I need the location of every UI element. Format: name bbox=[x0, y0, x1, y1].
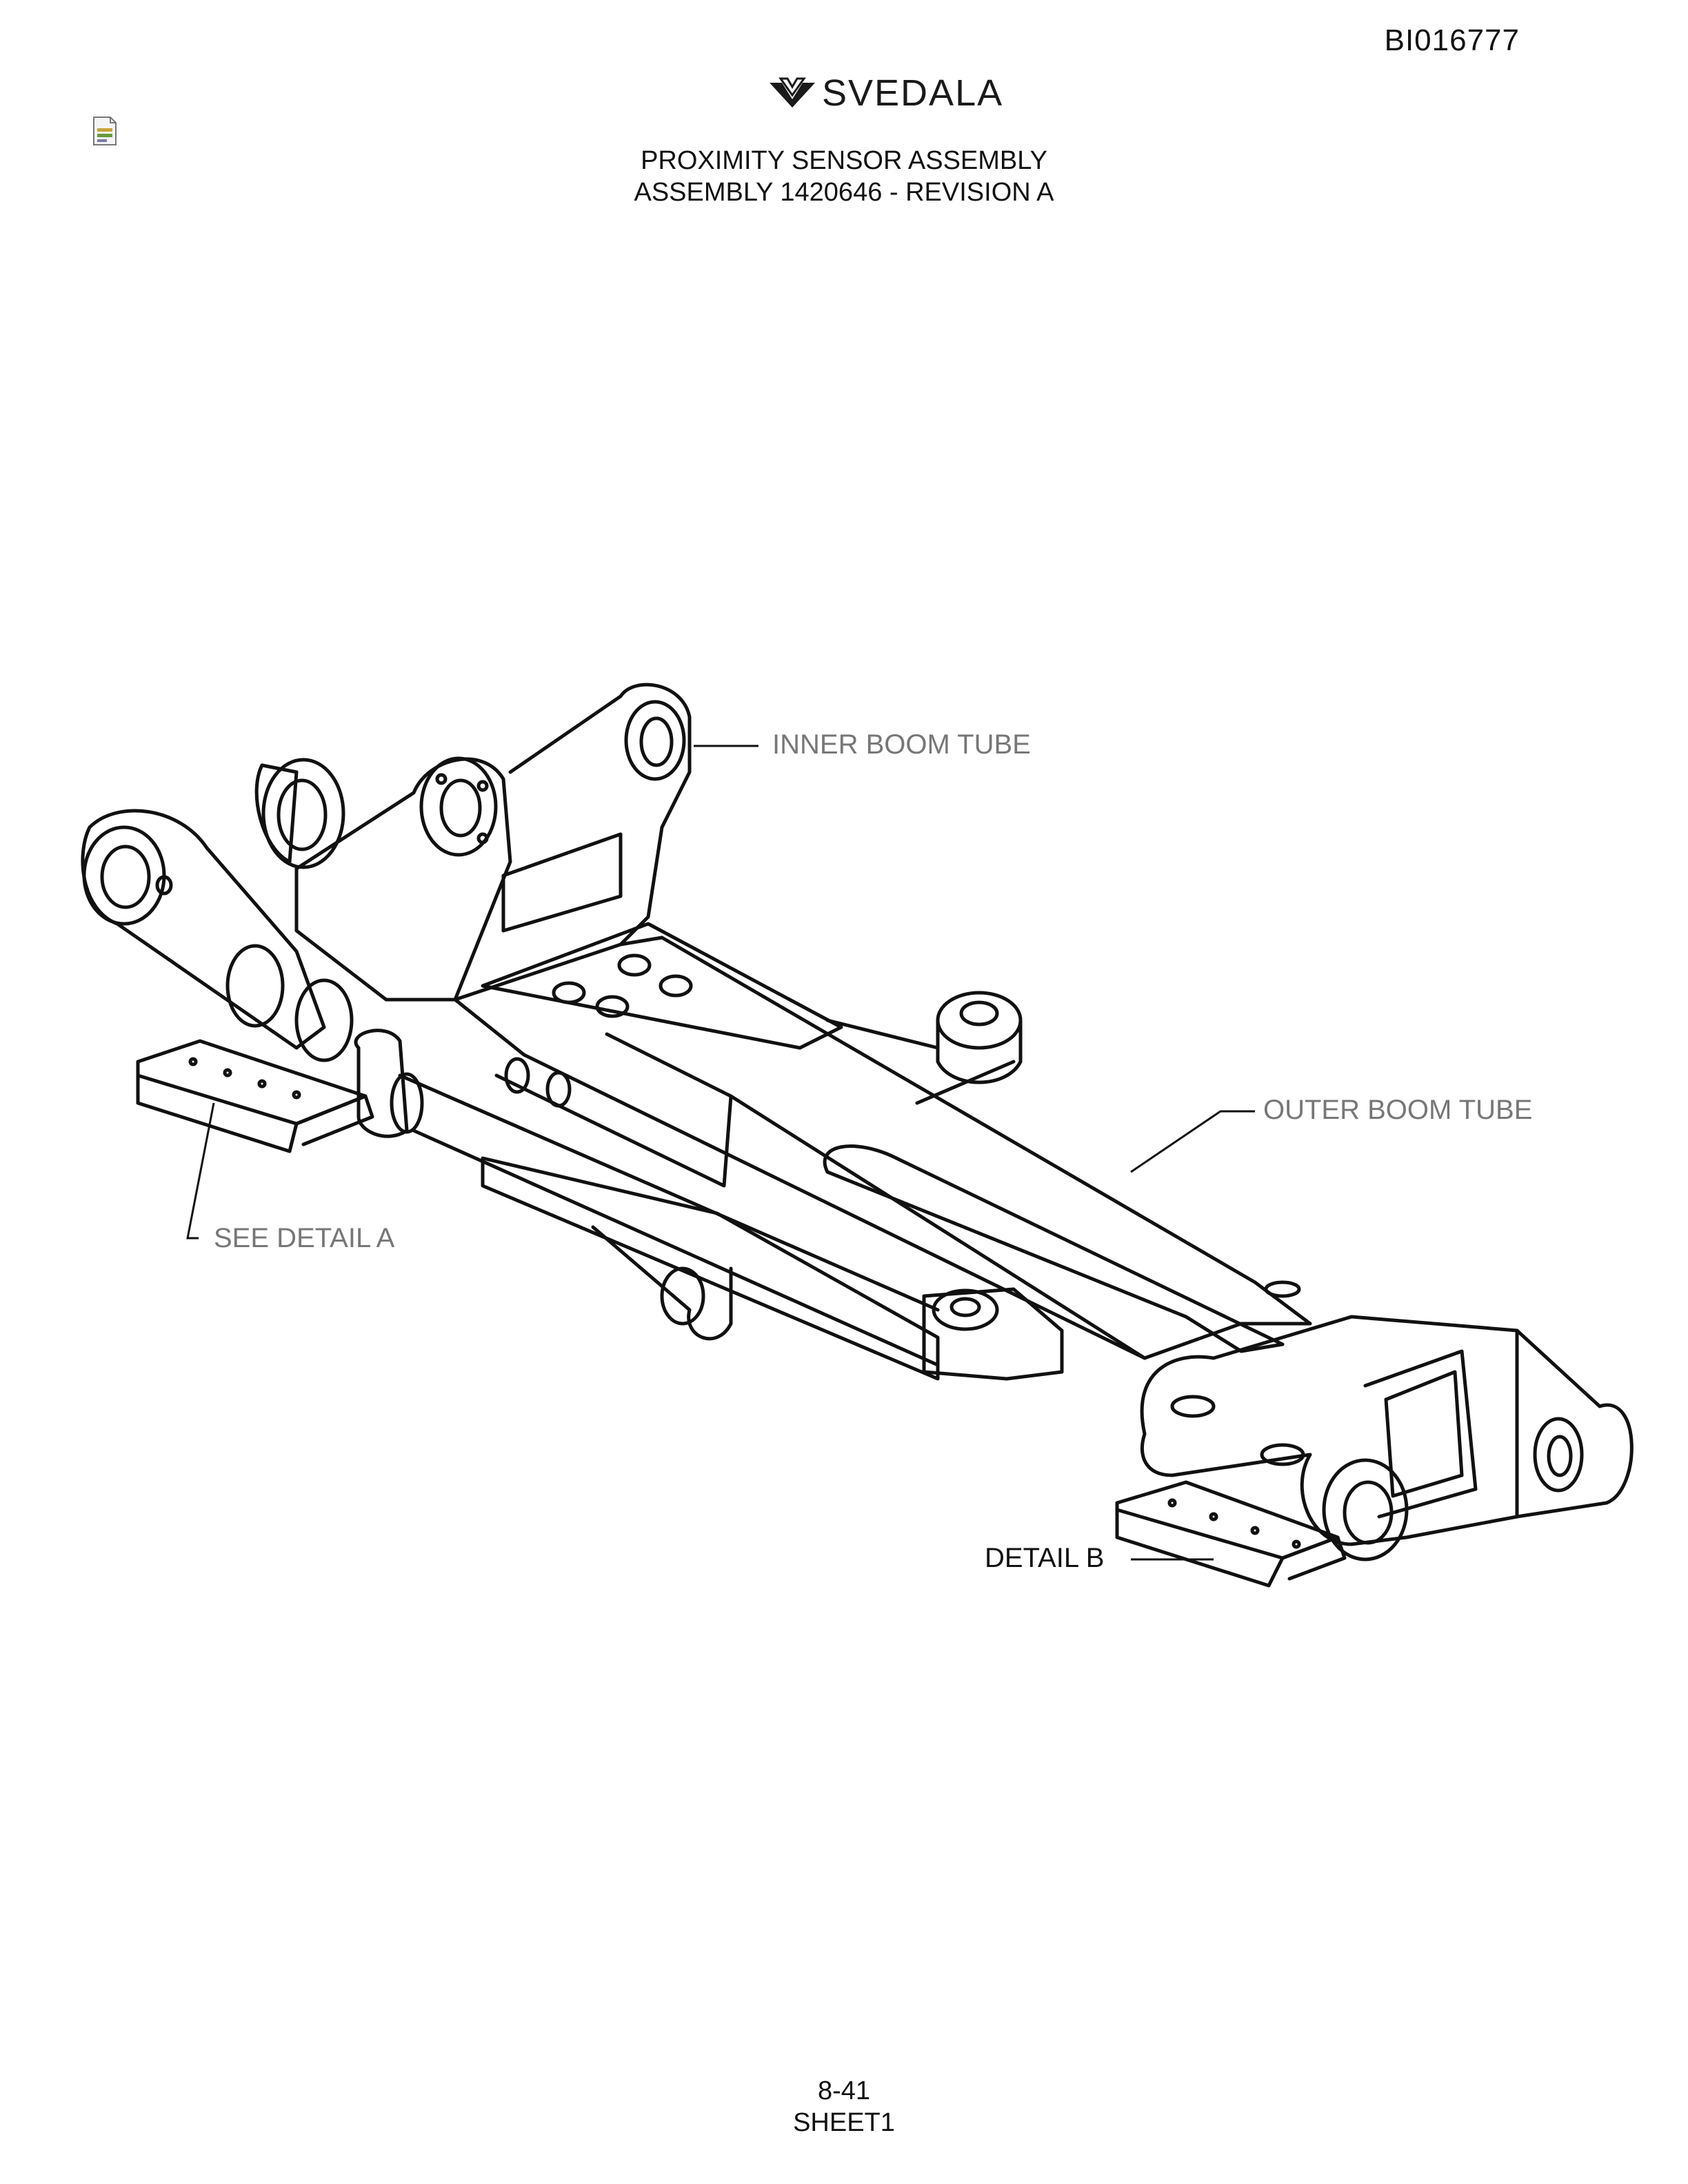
callout-detail-b: DETAIL B bbox=[985, 1543, 1105, 1573]
detail-a-sensor-pad bbox=[136, 1039, 374, 1153]
callout-see-detail-a: SEE DETAIL A bbox=[214, 1223, 395, 1253]
callout-leaders bbox=[186, 745, 1255, 1561]
sheet-label: SHEET1 bbox=[793, 2108, 895, 2137]
svedala-logo-mark-icon bbox=[770, 77, 815, 108]
left-mount-bracket bbox=[81, 758, 354, 1062]
drawing-assembly-revision: ASSEMBLY 1420646 - REVISION A bbox=[634, 178, 1054, 207]
inner-boom-tube-bracket bbox=[501, 682, 692, 947]
logo-wordmark: SVEDALA bbox=[822, 72, 1004, 114]
lower-boom-bracket bbox=[591, 1225, 733, 1341]
drawing-title-block: PROXIMITY SENSOR ASSEMBLY ASSEMBLY 14206… bbox=[0, 145, 1688, 208]
drawing-title: PROXIMITY SENSOR ASSEMBLY bbox=[641, 146, 1047, 175]
page-footer: 8-41 SHEET1 bbox=[0, 2075, 1688, 2138]
document-id: BI016777 bbox=[1384, 23, 1520, 57]
svedala-logo: SVEDALA bbox=[767, 72, 1003, 114]
hydraulic-cylinder bbox=[354, 1029, 1064, 1381]
right-pivot-boss bbox=[825, 991, 1023, 1105]
callout-inner-boom-tube: INNER BOOM TUBE bbox=[772, 729, 1031, 760]
outer-boom-head bbox=[1140, 1315, 1634, 1561]
upper-pin-bracket bbox=[294, 756, 512, 1002]
callout-outer-boom-tube: OUTER BOOM TUBE bbox=[1263, 1095, 1533, 1125]
detail-b-sensor-pad bbox=[1115, 1480, 1347, 1588]
page-number: 8-41 bbox=[817, 2076, 871, 2105]
document-attachment-icon[interactable] bbox=[91, 116, 119, 146]
outer-boom-tube-body bbox=[453, 922, 1312, 1381]
top-plate-bolts bbox=[504, 953, 693, 1108]
